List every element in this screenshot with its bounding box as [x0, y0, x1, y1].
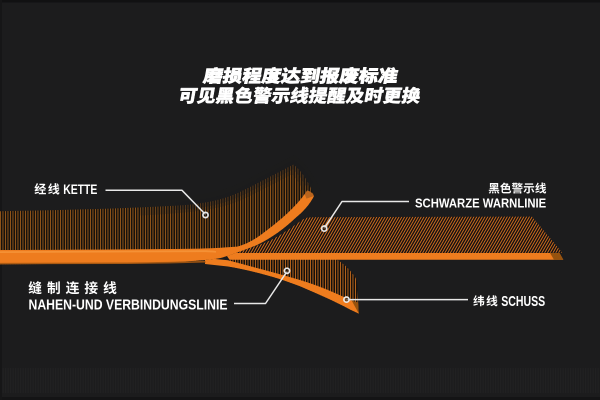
svg-text:KETTE: KETTE	[63, 182, 97, 198]
svg-text:NAHEN-UND VERBINDUNGSLINIE: NAHEN-UND VERBINDUNGSLINIE	[29, 298, 228, 314]
svg-text:SCHUSS: SCHUSS	[501, 294, 545, 310]
svg-text:SCHWARZE WARNLINIE: SCHWARZE WARNLINIE	[415, 196, 546, 211]
